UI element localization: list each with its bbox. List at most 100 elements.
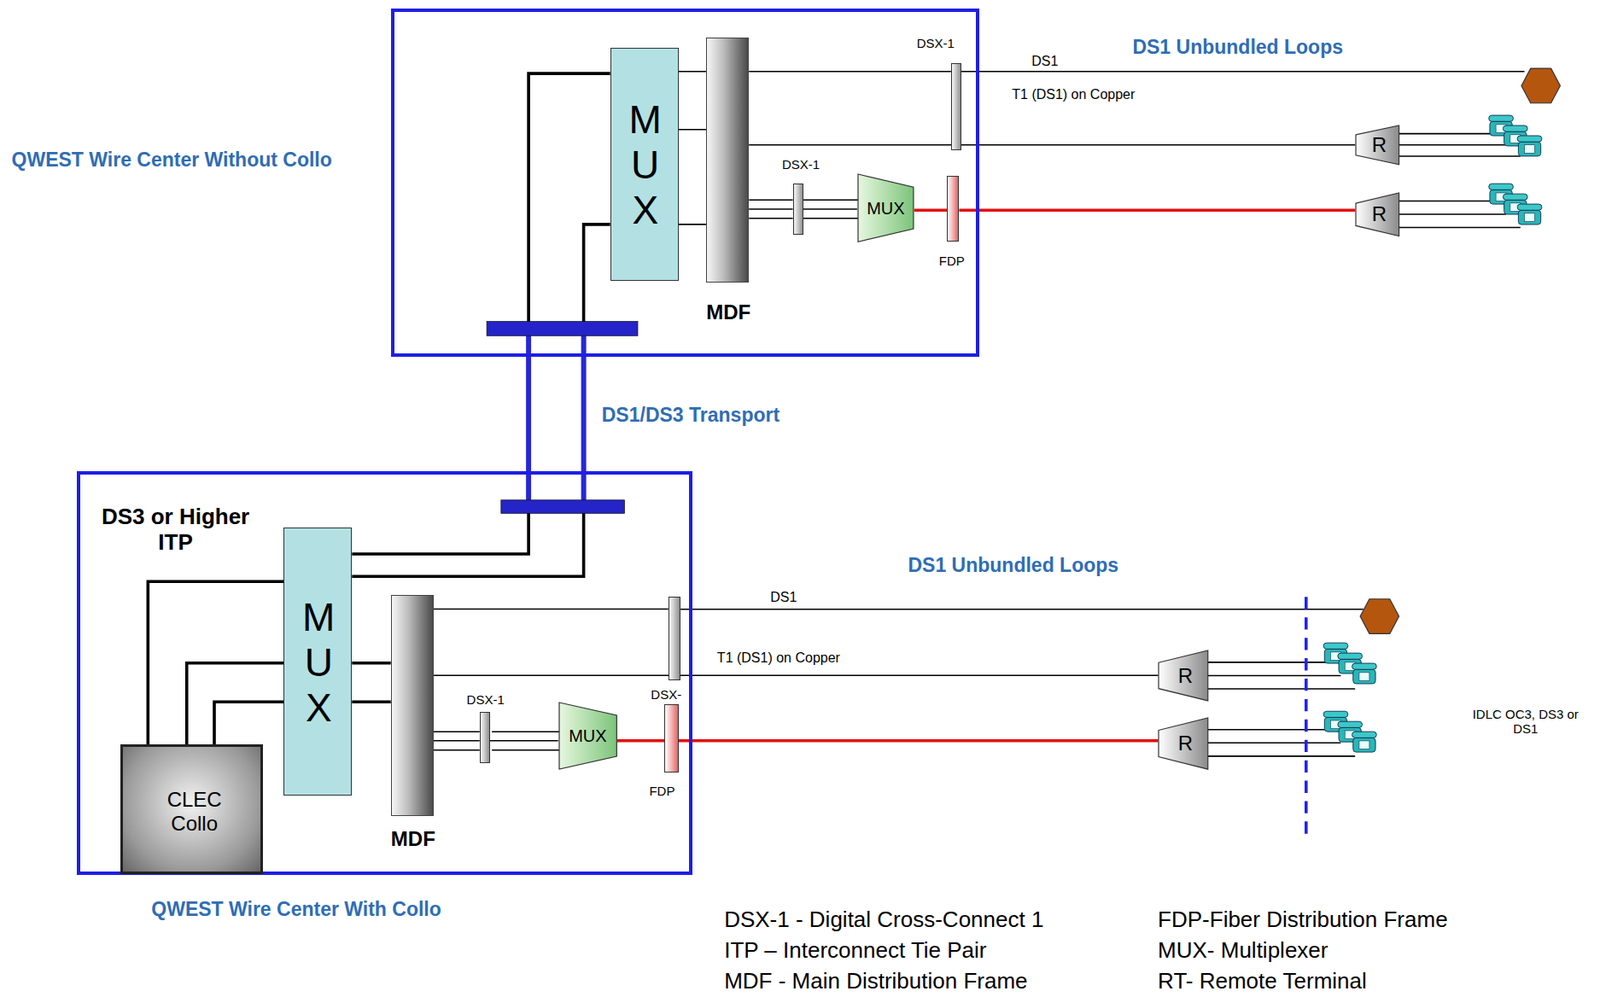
shape-outline <box>1355 125 1400 165</box>
remote-terminal: R <box>1157 717 1209 771</box>
connector <box>678 70 707 73</box>
connector <box>617 739 665 743</box>
telephone-icon <box>1352 663 1378 684</box>
annotation: DS1 <box>768 589 799 606</box>
transport-line <box>581 335 587 500</box>
hexagon-terminal <box>1360 599 1399 635</box>
phone-handset <box>1489 115 1514 122</box>
node-label: MDF <box>706 300 751 325</box>
legend-text: MDF - Main Distribution Frame <box>722 969 1029 995</box>
telephone-icon <box>1352 731 1378 753</box>
connector <box>748 144 1355 146</box>
node-text: MUX <box>866 198 905 218</box>
phone-handset <box>1352 731 1378 738</box>
phone-body <box>1353 669 1376 684</box>
phone-body <box>1518 210 1541 225</box>
phone-handset <box>1502 193 1528 200</box>
transport-bar <box>486 321 638 337</box>
phone-handset <box>1337 721 1363 728</box>
phone-handset <box>1337 653 1363 660</box>
phone-handset <box>1517 204 1542 211</box>
annotation: DS1 Unbundled Loops <box>905 554 1121 577</box>
shape-outline <box>858 174 914 242</box>
distribution-frame: MDF <box>391 595 434 817</box>
node-text: R <box>1178 664 1193 689</box>
phone-handset <box>1502 125 1528 132</box>
transport-bar <box>501 500 625 514</box>
annotation: DS3 or Higher ITP <box>84 505 268 557</box>
remote-terminal: R <box>1354 192 1401 238</box>
wire-center-box: QWEST Wire Center Without ColloM U XMDFD… <box>391 8 981 358</box>
idlc-boundary <box>1304 596 1309 839</box>
connector <box>748 208 793 211</box>
fiber-frame: FDP <box>946 175 959 243</box>
connector <box>490 740 559 742</box>
shape-outline <box>1158 650 1209 701</box>
connector <box>186 663 285 746</box>
node-label: FDP <box>939 253 965 269</box>
legend-text: ITP – Interconnect Tie Pair <box>722 938 988 964</box>
shape-outline <box>1355 192 1400 237</box>
connector <box>958 208 1355 212</box>
node-label: DSX-1 <box>782 157 820 173</box>
legend-text: FDP-Fiber Distribution Frame <box>1156 907 1450 934</box>
phone-handset <box>1323 642 1349 649</box>
connector <box>214 701 284 745</box>
legend-text: MUX- Multiplexer <box>1156 938 1330 964</box>
multiplexer: M U X <box>610 47 679 281</box>
node-label: DSX-1 <box>467 692 505 707</box>
multiplexer: M U X <box>283 527 352 796</box>
connector <box>147 581 284 745</box>
node-text: CLEC Collo <box>160 788 229 836</box>
annotation: IDLC OC3, DS3 or DS1 <box>1470 706 1581 737</box>
connector <box>351 661 391 666</box>
node-text: M U X <box>297 595 341 731</box>
transport-line <box>525 335 532 500</box>
fiber-frame: FDP <box>664 704 679 773</box>
connector <box>678 128 707 131</box>
node-text: R <box>1372 202 1387 227</box>
node-label: MDF <box>391 828 436 853</box>
phone-body <box>1353 737 1376 753</box>
connector <box>914 208 947 212</box>
node-label: DSX- <box>650 687 682 702</box>
collocation-box: CLEC Collo <box>120 744 263 875</box>
telephone-icon <box>1517 135 1542 157</box>
shape-outline <box>1158 718 1209 770</box>
connector <box>433 674 1159 677</box>
node-text: MUX <box>568 726 607 747</box>
annotation: DS1 Unbundled Loops <box>1130 35 1345 59</box>
remote-terminal: R <box>1354 124 1401 166</box>
node-label: QWEST Wire Center Without Collo <box>11 148 333 171</box>
multiplexer: MUX <box>558 701 618 771</box>
remote-terminal: R <box>1157 649 1209 702</box>
connector <box>351 700 391 704</box>
node-text: R <box>1178 731 1193 756</box>
phone-keypad <box>1524 213 1536 222</box>
legend-text: DSX-1 - Digital Cross-Connect 1 <box>722 907 1046 934</box>
node-label: QWEST Wire Center With Collo <box>151 898 441 921</box>
phone-keypad <box>1359 741 1370 750</box>
annotation: T1 (DS1) on Copper <box>1010 87 1137 103</box>
connector <box>803 208 858 211</box>
node-text: R <box>1372 133 1387 158</box>
node-label: FDP <box>648 784 675 800</box>
node-label: DSX-1 <box>916 36 955 52</box>
node-text: M U X <box>623 97 667 234</box>
multiplexer: MUX <box>857 173 915 243</box>
cross-connect: DSX- <box>668 596 681 681</box>
legend-text: RT- Remote Terminal <box>1156 969 1369 995</box>
phone-handset <box>1323 711 1349 718</box>
connector <box>433 608 669 611</box>
telephones <box>1323 115 1542 753</box>
phone-handset <box>1352 663 1378 670</box>
shape-outline <box>559 702 617 770</box>
phone-handset <box>1517 135 1542 142</box>
connector <box>748 70 952 73</box>
connector <box>678 223 707 226</box>
connector <box>433 740 480 742</box>
phone-handset <box>1489 183 1514 190</box>
telephone-icon <box>1517 204 1542 225</box>
distribution-frame: MDF <box>706 37 749 283</box>
